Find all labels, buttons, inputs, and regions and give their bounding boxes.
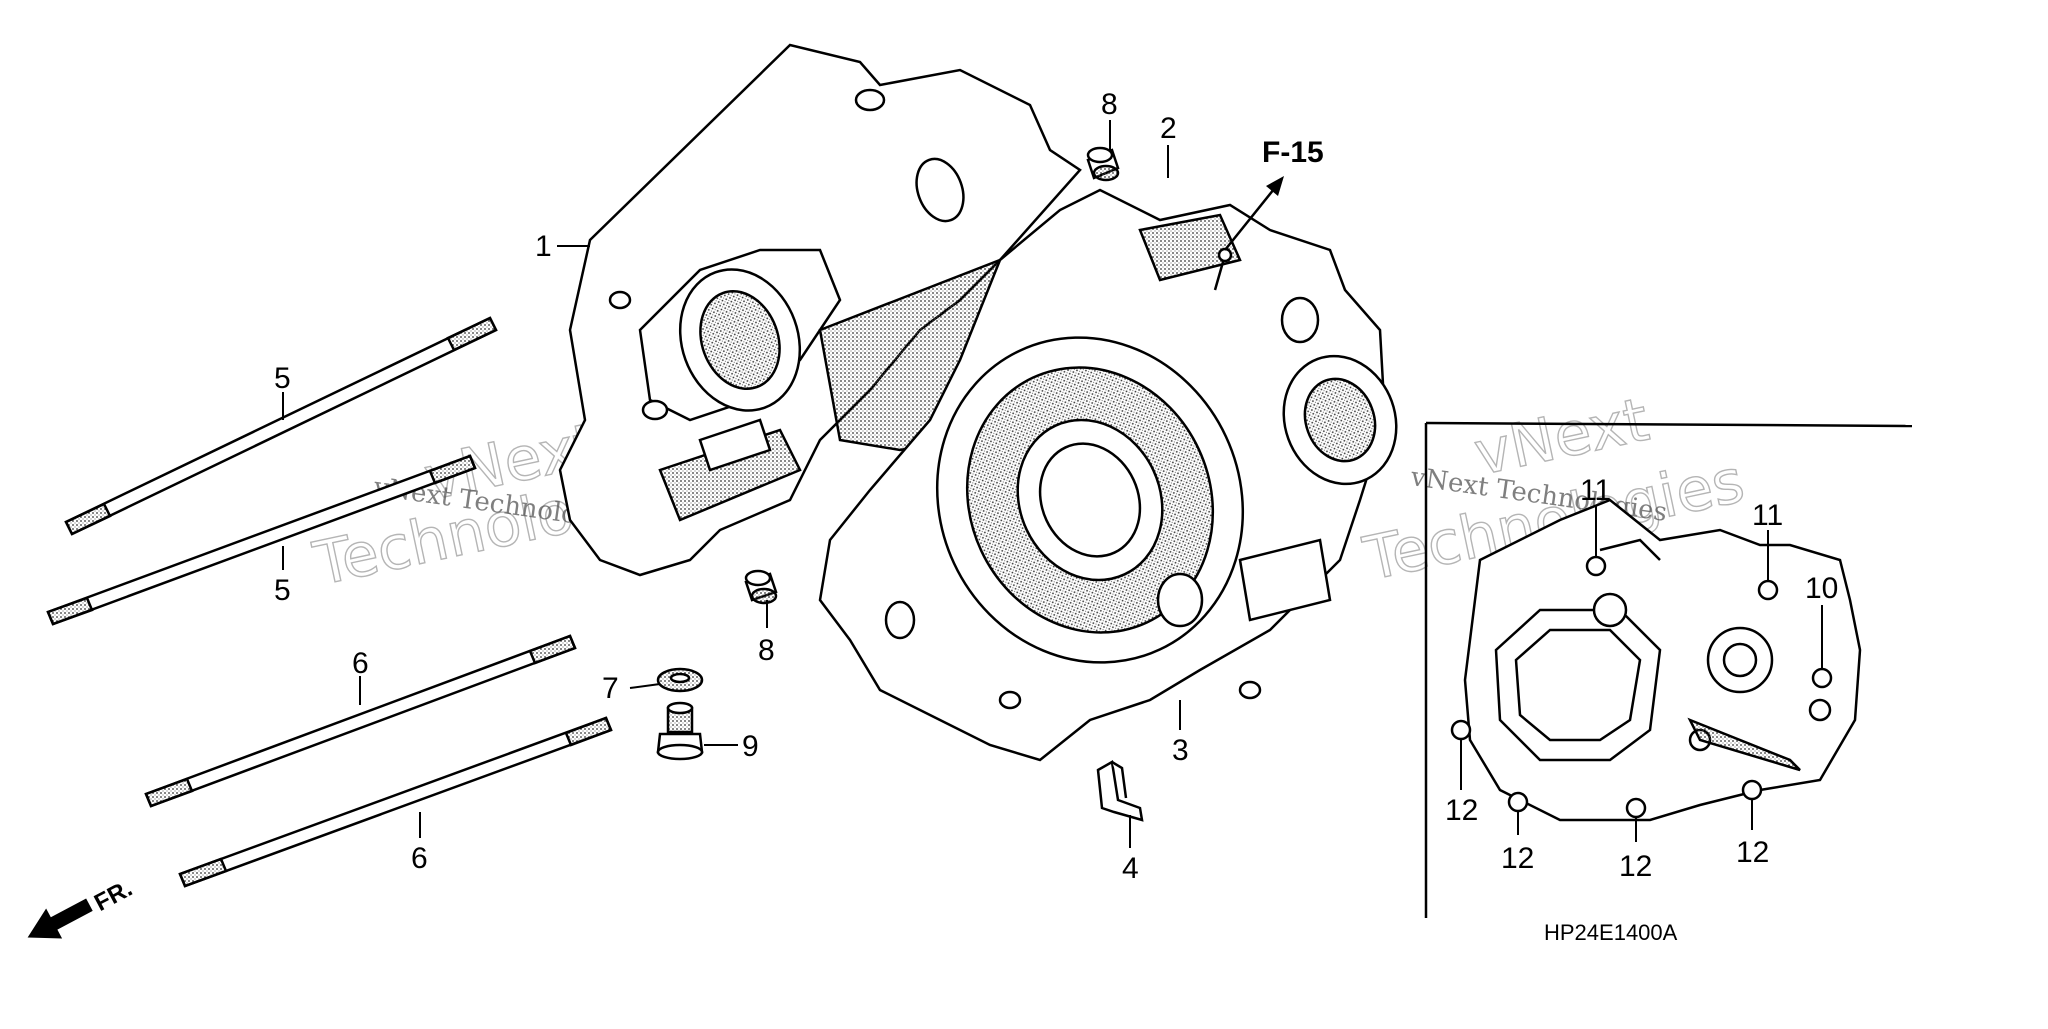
- callout-6-upper: 6: [352, 647, 369, 680]
- callout-11-left: 11: [1580, 474, 1611, 507]
- callout-labels: 1 2 3 4 5 5 6 6 7 8 8 9: [274, 88, 1189, 885]
- figure-code: HP24E1400A: [1544, 920, 1678, 945]
- dowel-pin-8-lower: [744, 569, 778, 605]
- callout-2: 2: [1160, 112, 1177, 145]
- stud-bolt-6-upper: [144, 634, 577, 808]
- leader-lines: [282, 120, 1181, 848]
- sealing-washer-7: [656, 667, 704, 693]
- callout-5-upper: 5: [274, 362, 291, 395]
- dowel-pin-8-upper: [1086, 146, 1120, 182]
- callout-12-a: 12: [1445, 794, 1478, 827]
- stud-bolt-6-lower: [178, 716, 613, 888]
- svg-text:F-15: F-15: [1262, 136, 1324, 169]
- callout-8-upper: 8: [1101, 88, 1118, 121]
- callout-11-right: 11: [1752, 499, 1783, 532]
- callout-5-lower: 5: [274, 574, 291, 607]
- callout-12-d: 12: [1736, 836, 1769, 869]
- callout-7: 7: [602, 672, 619, 705]
- callout-4: 4: [1122, 852, 1139, 885]
- cable-clamp-4: [1096, 760, 1144, 822]
- front-direction-arrow: FR.: [27, 875, 137, 939]
- callout-12-b: 12: [1501, 842, 1534, 875]
- inset-panel: 11 11 10 12 12 12 12: [1424, 421, 1913, 918]
- inset-callouts: 11 11 10 12 12 12 12: [1445, 474, 1838, 883]
- callout-12-c: 12: [1619, 850, 1652, 883]
- drain-bolt-9: [656, 701, 704, 761]
- reference-arrow-f15: F-15: [1224, 136, 1324, 251]
- stud-bolt-5-upper: [64, 316, 498, 536]
- crankcase-assembly: [558, 43, 1398, 762]
- callout-3: 3: [1172, 734, 1189, 767]
- inset-leader-lines: [1460, 505, 1823, 842]
- crankcase-side-view: [1463, 498, 1862, 822]
- stud-bolt-5-lower: [46, 454, 477, 626]
- callout-6-lower: 6: [411, 842, 428, 875]
- svg-text:FR.: FR.: [90, 875, 137, 917]
- callout-1: 1: [535, 230, 552, 263]
- callout-8-lower: 8: [758, 634, 775, 667]
- callout-10: 10: [1805, 572, 1838, 605]
- callout-9: 9: [742, 730, 759, 763]
